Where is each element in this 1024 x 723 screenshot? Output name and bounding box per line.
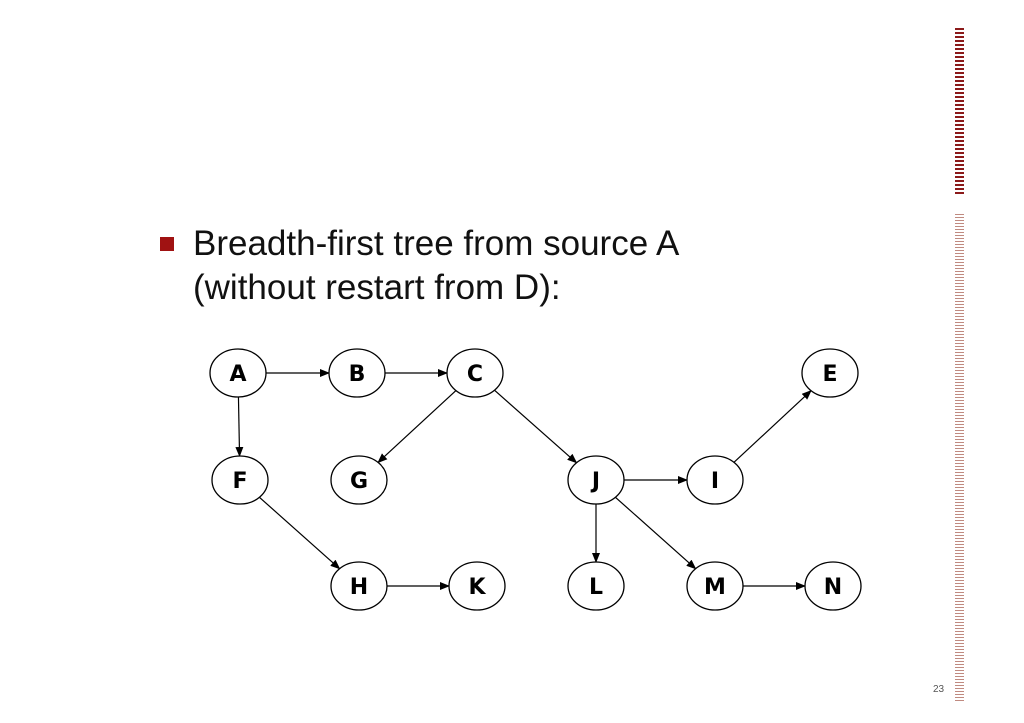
- node-circle: [330, 455, 388, 505]
- node-label: C: [467, 362, 483, 387]
- node-i: I: [686, 455, 744, 505]
- node-circle: [567, 561, 625, 611]
- edges-layer: [235, 369, 812, 590]
- edge-a-to-f: [235, 396, 244, 458]
- node-circle: [801, 348, 859, 398]
- node-label: F: [232, 469, 247, 494]
- page-number: 23: [933, 684, 945, 695]
- node-circle: [330, 561, 388, 611]
- node-circle: [686, 561, 744, 611]
- node-b: B: [328, 348, 386, 398]
- bullet-text-line1: Breadth-first tree from source A: [193, 224, 680, 263]
- node-label: N: [824, 575, 842, 600]
- bullet-text: Breadth-first tree from source A (withou…: [193, 222, 913, 310]
- node-circle: [209, 348, 267, 398]
- nodes-layer: A B C E F G J I H K L M N: [209, 348, 862, 611]
- bullet-text-line2: (without restart from D):: [193, 268, 561, 307]
- node-k: K: [448, 561, 506, 611]
- edge-i-to-e: [733, 389, 812, 463]
- node-l: L: [567, 561, 625, 611]
- edge-j-to-m: [615, 496, 697, 570]
- node-label: H: [350, 575, 368, 600]
- decorative-stripes-bottom: [955, 214, 964, 702]
- node-label: I: [711, 469, 719, 494]
- node-a: A: [209, 348, 267, 398]
- edge-f-to-h: [259, 496, 341, 570]
- node-j: J: [567, 455, 625, 505]
- edge-c-to-j: [494, 389, 578, 464]
- node-g: G: [330, 455, 388, 505]
- decorative-stripes-top: [955, 28, 964, 194]
- node-label: M: [704, 575, 726, 600]
- node-f: F: [211, 455, 269, 505]
- node-label: B: [349, 362, 366, 387]
- node-n: N: [804, 561, 862, 611]
- node-circle: [448, 561, 506, 611]
- node-label: L: [589, 575, 603, 600]
- node-circle: [446, 348, 504, 398]
- node-c: C: [446, 348, 504, 398]
- node-label: E: [822, 362, 837, 387]
- node-label: J: [590, 469, 600, 494]
- node-label: G: [350, 469, 368, 494]
- node-circle: [211, 455, 269, 505]
- node-label: A: [229, 362, 246, 387]
- node-h: H: [330, 561, 388, 611]
- node-m: M: [686, 561, 744, 611]
- node-circle: [804, 561, 862, 611]
- node-label: K: [468, 575, 486, 600]
- edge-c-to-g: [377, 390, 457, 464]
- node-e: E: [801, 348, 859, 398]
- bullet-square-icon: [160, 237, 174, 251]
- node-circle: [328, 348, 386, 398]
- node-circle: [567, 455, 625, 505]
- node-circle: [686, 455, 744, 505]
